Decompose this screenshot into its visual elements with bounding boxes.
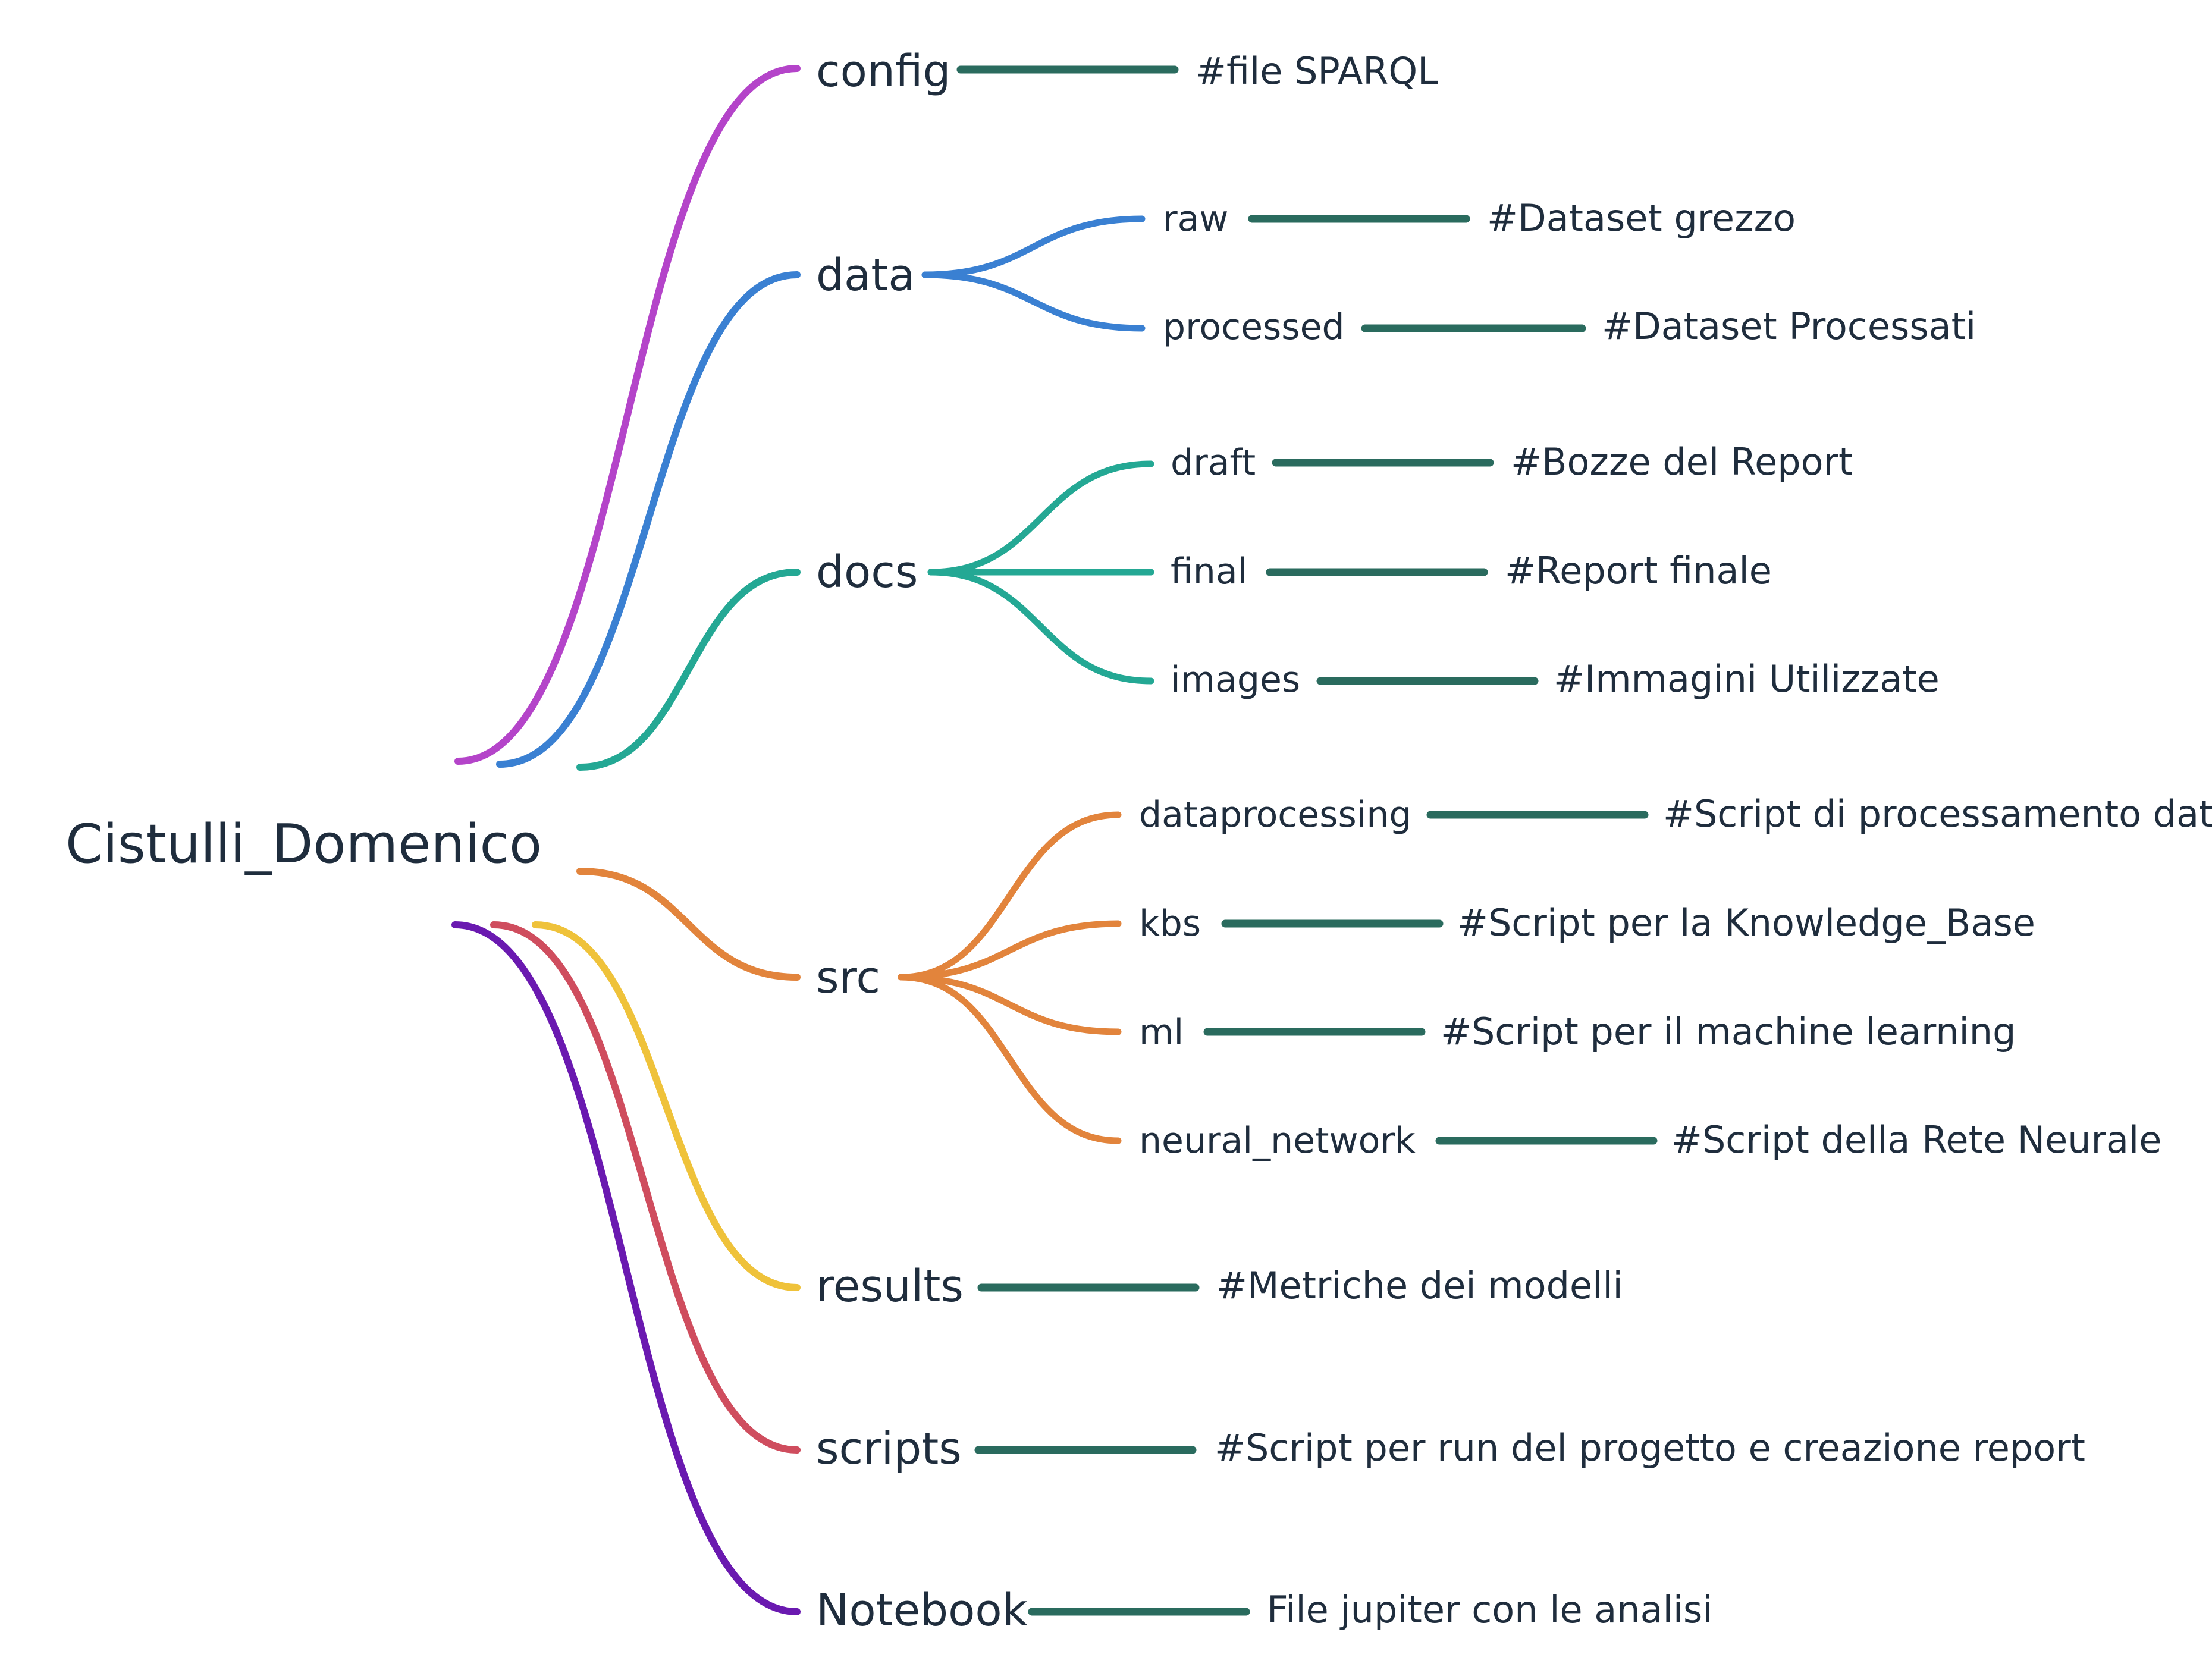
leaf-processed[interactable]: processed: [1163, 306, 1345, 348]
connector-notebook: [451, 921, 801, 1615]
note-final: #Report finale: [1505, 549, 1772, 592]
note-raw: #Dataset grezzo: [1487, 196, 1796, 240]
branch-src[interactable]: src: [816, 952, 880, 1003]
note-images: #Immagini Utilizzate: [1554, 657, 1940, 701]
note-processed: #Dataset Processati: [1602, 305, 1976, 348]
connector-processed: [921, 271, 1146, 332]
connector-images: [927, 569, 1154, 685]
note-results: #Metriche dei modelli: [1216, 1264, 1623, 1307]
connector-scripts: [490, 921, 801, 1454]
connector-raw: [921, 215, 1146, 278]
note-neural-network: #Script della Rete Neurale: [1671, 1118, 2161, 1162]
leaf-ml[interactable]: ml: [1139, 1012, 1184, 1053]
connector-ml: [898, 974, 1122, 1035]
note-dataprocessing: #Script di processamento dati: [1663, 792, 2212, 836]
connector-dataprocessing: [898, 811, 1122, 981]
branch-notebook[interactable]: Notebook: [816, 1585, 1028, 1636]
branch-scripts[interactable]: scripts: [816, 1423, 962, 1474]
connector-data: [496, 271, 801, 768]
connector-src: [576, 868, 801, 981]
leaf-neural-network[interactable]: neural_network: [1139, 1120, 1416, 1162]
leaf-draft[interactable]: draft: [1171, 442, 1256, 484]
branch-data[interactable]: data: [816, 250, 915, 301]
leaf-images[interactable]: images: [1171, 659, 1300, 701]
note-ml: #Script per il machine learning: [1441, 1010, 2016, 1053]
connector-config: [454, 65, 801, 765]
note-config: #file SPARQL: [1196, 49, 1438, 93]
note-scripts: #Script per run del progetto e creazione…: [1215, 1426, 2085, 1470]
note-link-layer: [956, 65, 1658, 1616]
leaf-kbs[interactable]: kbs: [1139, 903, 1201, 944]
connector-neural-network: [898, 974, 1122, 1144]
connector-docs: [576, 569, 801, 771]
connector-layer: [451, 65, 1154, 1615]
leaf-raw[interactable]: raw: [1163, 198, 1229, 240]
branch-docs[interactable]: docs: [816, 547, 918, 598]
branch-results[interactable]: results: [816, 1261, 964, 1312]
leaf-final[interactable]: final: [1171, 551, 1247, 592]
connector-draft: [927, 460, 1154, 576]
leaf-dataprocessing[interactable]: dataprocessing: [1139, 794, 1412, 836]
note-notebook: File jupiter con le analisi: [1267, 1588, 1713, 1631]
root-node[interactable]: Cistulli_Domenico: [65, 813, 542, 875]
connector-kbs: [898, 920, 1122, 981]
note-draft: #Bozze del Report: [1511, 440, 1853, 484]
connector-results: [532, 921, 801, 1291]
branch-config[interactable]: config: [816, 46, 950, 97]
note-kbs: #Script per la Knowledge_Base: [1457, 901, 2035, 944]
